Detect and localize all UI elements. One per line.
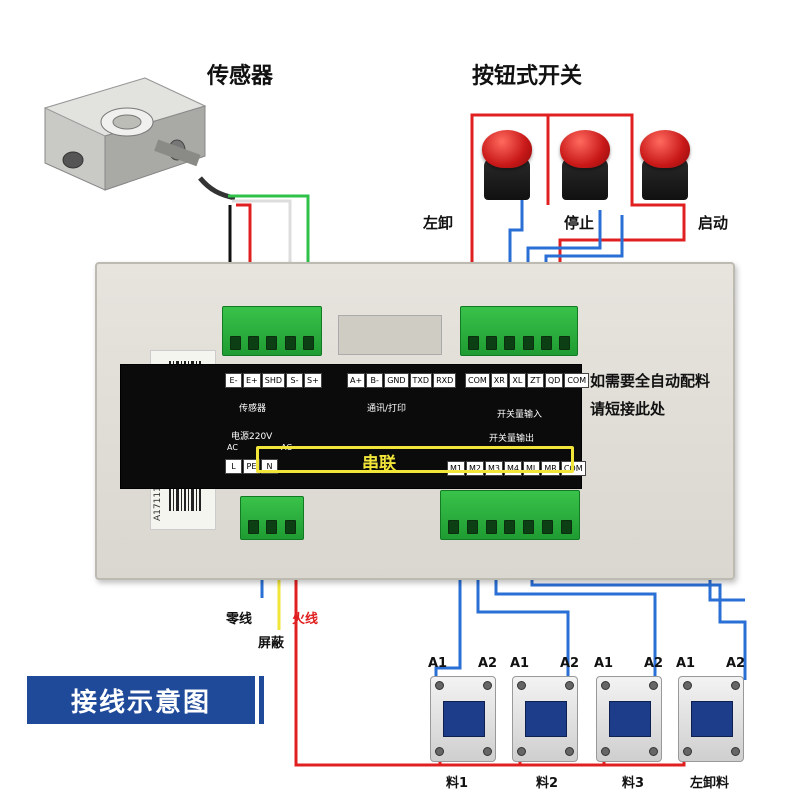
start-label: 启动 bbox=[698, 214, 729, 232]
term-label: A+ bbox=[347, 373, 366, 388]
title-accent-bar bbox=[259, 676, 264, 724]
live-wire-red bbox=[294, 533, 686, 767]
button-red-loop bbox=[470, 113, 686, 350]
contactor-a2-label: A2 bbox=[478, 656, 498, 671]
series-label: 串联 bbox=[362, 454, 396, 474]
term-label: XL bbox=[508, 373, 526, 388]
left-unload-button[interactable] bbox=[480, 130, 534, 200]
comm-caption: 通讯/打印 bbox=[367, 404, 407, 414]
series-link-bar bbox=[256, 446, 574, 473]
contactor-caption: 料2 bbox=[536, 776, 559, 791]
left-unload-label: 左卸 bbox=[423, 214, 454, 232]
contactor-1 bbox=[430, 676, 496, 762]
contactor-2 bbox=[512, 676, 578, 762]
contactor-a2-label: A2 bbox=[644, 656, 664, 671]
term-label: ZT bbox=[526, 373, 544, 388]
auto-note-line1: 如需要全自动配料 bbox=[590, 372, 711, 390]
switch-in-caption: 开关量输入 bbox=[497, 410, 543, 420]
term-label: COM bbox=[465, 373, 490, 388]
contactor-caption: 左卸料 bbox=[690, 776, 730, 791]
term-label: PE bbox=[243, 459, 260, 474]
comm-term-row: A+ B- GND TXD RXD bbox=[347, 373, 457, 388]
neutral-wire-label: 零线 bbox=[226, 612, 253, 627]
sensor-caption: 传感器 bbox=[239, 404, 267, 414]
contactor-a2-label: A2 bbox=[726, 656, 746, 671]
contactor-a1-label: A1 bbox=[510, 656, 530, 671]
term-label: RXD bbox=[433, 373, 457, 388]
power-terminal-block[interactable] bbox=[240, 496, 304, 540]
contactor-caption: 料3 bbox=[622, 776, 645, 791]
diagram-title-box: 接线示意图 bbox=[27, 676, 255, 724]
contactor-3 bbox=[596, 676, 662, 762]
stop-button[interactable] bbox=[558, 130, 612, 200]
term-label: COM bbox=[564, 373, 590, 388]
start-button[interactable] bbox=[638, 130, 692, 200]
term-label: S- bbox=[286, 373, 304, 388]
term-label: SHD bbox=[261, 373, 286, 388]
live-wire-label: 火线 bbox=[292, 612, 319, 627]
contactor-4 bbox=[678, 676, 744, 762]
contactor-a2-label: A2 bbox=[560, 656, 580, 671]
power-ac-left: AC bbox=[227, 443, 238, 452]
button-switch-label: 按钮式开关 bbox=[472, 64, 583, 89]
load-cell-sensor-image bbox=[35, 68, 215, 200]
term-label: GND bbox=[384, 373, 409, 388]
contactor-a1-label: A1 bbox=[594, 656, 614, 671]
term-label: TXD bbox=[409, 373, 433, 388]
contactor-a1-label: A1 bbox=[428, 656, 448, 671]
switch-output-terminal-block[interactable] bbox=[440, 490, 580, 540]
term-label: E+ bbox=[243, 373, 261, 388]
stop-label: 停止 bbox=[564, 214, 595, 232]
contactor-a1-label: A1 bbox=[676, 656, 696, 671]
term-label: QD bbox=[544, 373, 564, 388]
power-caption: 电源220V bbox=[231, 432, 273, 442]
term-label: S+ bbox=[304, 373, 322, 388]
term-label: B- bbox=[366, 373, 384, 388]
sensor-label: 传感器 bbox=[207, 64, 274, 89]
panel-window bbox=[338, 315, 442, 355]
out-wire-m1 bbox=[434, 540, 462, 680]
switch-out-caption: 开关量输出 bbox=[489, 434, 535, 444]
switch-in-term-row: COM XR XL ZT QD COM bbox=[465, 373, 590, 388]
auto-note-line2: 请短接此处 bbox=[590, 400, 666, 418]
sensor-terminal-block[interactable] bbox=[222, 306, 322, 356]
diagram-title: 接线示意图 bbox=[70, 687, 211, 718]
sensor-term-row: E- E+ SHD S- S+ bbox=[225, 373, 322, 388]
term-label: E- bbox=[225, 373, 242, 388]
term-label: L bbox=[225, 459, 242, 474]
contactor-caption: 料1 bbox=[446, 776, 469, 791]
term-label: XR bbox=[490, 373, 508, 388]
switch-input-terminal-block[interactable] bbox=[460, 306, 578, 356]
shield-label: 屏蔽 bbox=[258, 636, 285, 651]
